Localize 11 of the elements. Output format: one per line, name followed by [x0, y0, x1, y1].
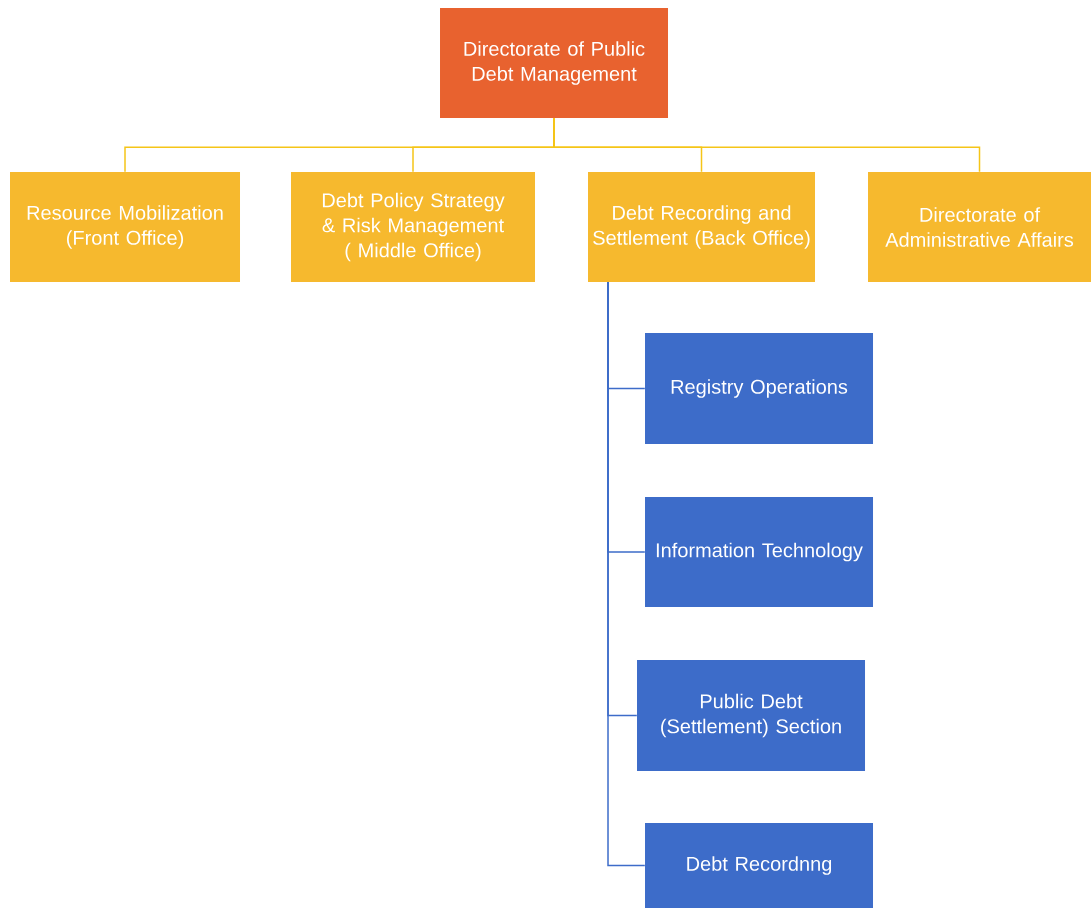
- connector-line: [607, 281, 646, 867]
- section-box: Public Debt (Settlement) Section: [637, 660, 865, 771]
- connector-line: [553, 117, 981, 173]
- department-box: Debt Policy Strategy & Risk Management ( Middle Office): [291, 172, 535, 282]
- directorate-box: Directorate of Public Debt Management: [440, 8, 668, 118]
- section-box: Information Technology: [645, 497, 873, 607]
- department-box: Debt Recording and Settlement (Back Office): [588, 172, 815, 282]
- section-box: Debt Recordnng: [645, 823, 873, 908]
- section-box: Registry Operations: [645, 333, 873, 444]
- department-box: Resource Mobilization (Front Office): [10, 172, 240, 282]
- department-box: Directorate of Administrative Affairs: [868, 172, 1091, 282]
